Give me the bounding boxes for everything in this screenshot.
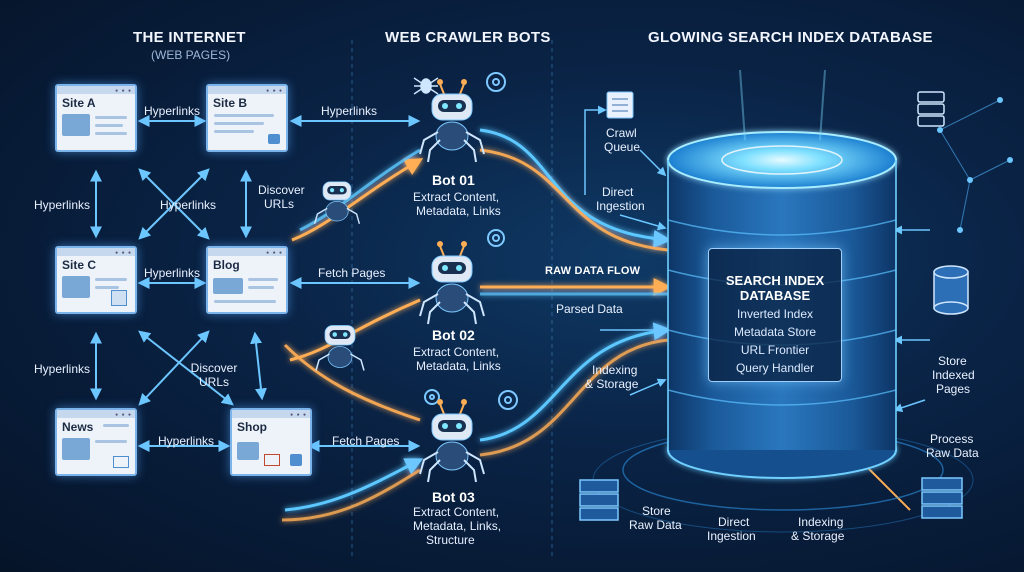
- site-b-window: ● ● ● Site B: [206, 84, 288, 152]
- news-window: ● ● ● News: [55, 408, 137, 476]
- database-heading: GLOWING SEARCH INDEX DATABASE: [648, 29, 933, 46]
- hyperlinks-label-cblog: Hyperlinks: [144, 266, 201, 280]
- raw-data-flow-label: RAW DATA FLOW: [545, 265, 641, 277]
- indexing-storage-label-2: & Storage: [585, 377, 639, 391]
- queue-icon: [606, 91, 634, 119]
- site-a-window: ● ● ● Site A: [55, 84, 137, 152]
- hyperlinks-label-to-bot01: Hyperlinks: [321, 104, 378, 118]
- database-title-line1: SEARCH INDEX: [725, 273, 825, 288]
- server-stack-icon-bottom-right: [921, 477, 963, 519]
- bot-02-desc-2: Metadata, Links: [416, 359, 501, 373]
- database-icon-right: [933, 265, 969, 315]
- news-label: News: [62, 420, 94, 434]
- fetch-pages-label-1: Fetch Pages: [318, 266, 386, 280]
- database-item-url-frontier: URL Frontier: [740, 343, 810, 357]
- bot-01-desc-1: Extract Content,: [413, 190, 500, 204]
- store-indexed-pages-label-3: Pages: [936, 382, 971, 396]
- image-icon: [62, 276, 90, 298]
- fetch-pages-label-2: Fetch Pages: [332, 434, 400, 448]
- hyperlinks-label-newsshop: Hyperlinks: [158, 434, 215, 448]
- lock-icon: [290, 454, 302, 466]
- process-raw-data-label-2: Raw Data: [926, 446, 979, 460]
- bots-heading: WEB CRAWLER BOTS: [385, 29, 551, 46]
- shop-label: Shop: [237, 420, 267, 434]
- store-indexed-pages-label-2: Indexed: [932, 368, 975, 382]
- internet-subheading: (WEB PAGES): [151, 48, 231, 62]
- robot-icon-small-upper: [313, 181, 361, 224]
- cart-icon: [264, 454, 280, 466]
- site-c-window: ● ● ● Site C: [55, 246, 137, 314]
- site-b-label: Site B: [213, 96, 248, 110]
- store-raw-data-label-1: Store: [642, 504, 671, 518]
- image-icon: [213, 278, 243, 294]
- hyperlinks-label-mid-1: Hyperlinks: [160, 198, 217, 212]
- cart-icon: [268, 134, 280, 144]
- server-stack-icon-bottom-left: [579, 479, 619, 521]
- parsed-data-label: Parsed Data: [556, 302, 623, 316]
- spider-icon: [413, 77, 439, 95]
- direct-ingestion-bottom-label-1: Direct: [718, 515, 750, 529]
- indexing-storage-bottom-label-1: Indexing: [798, 515, 844, 529]
- hyperlinks-label-ab: Hyperlinks: [144, 104, 201, 118]
- robot-icon-bot03: [419, 399, 485, 483]
- indexing-storage-label-1: Indexing: [592, 363, 638, 377]
- database-item-query-handler: Query Handler: [735, 361, 815, 375]
- bot-03-desc-2: Metadata, Links,: [413, 519, 502, 533]
- database-title-line2: DATABASE: [739, 288, 811, 303]
- indexing-storage-bottom-label-2: & Storage: [791, 529, 845, 543]
- blog-label: Blog: [213, 258, 240, 272]
- bot-03-desc-3: Structure: [426, 533, 475, 547]
- bot-01-desc-2: Metadata, Links: [416, 204, 501, 218]
- hyperlinks-label-left-1: Hyperlinks: [34, 198, 91, 212]
- robot-icon-small-lower: [315, 325, 365, 371]
- crawl-queue-label-1: Crawl: [606, 126, 637, 140]
- shop-window: ● ● ● Shop: [230, 408, 312, 476]
- store-indexed-pages-label-1: Store: [938, 354, 967, 368]
- location-icon: [111, 290, 127, 306]
- image-icon: [62, 114, 90, 136]
- bot-02-title: Bot 02: [432, 327, 475, 343]
- server-icon-top: [917, 91, 945, 127]
- bot-02-desc-1: Extract Content,: [413, 345, 500, 359]
- crawl-queue-label-2: Queue: [604, 140, 641, 154]
- search-index-database-panel: SEARCH INDEX DATABASE Inverted Index Met…: [708, 248, 842, 382]
- image-icon: [237, 442, 259, 460]
- robot-icon-bot02: [419, 241, 485, 325]
- blog-window: ● ● ● Blog: [206, 246, 288, 314]
- internet-heading: THE INTERNET: [133, 29, 246, 46]
- direct-ingestion-label-2: Ingestion: [596, 199, 645, 213]
- discover-urls-label-1: Discover URLs: [258, 183, 305, 211]
- direct-ingestion-bottom-label-2: Ingestion: [707, 529, 756, 543]
- database-item-inverted-index: Inverted Index: [736, 307, 814, 321]
- bot-03-desc-1: Extract Content,: [413, 505, 500, 519]
- hyperlinks-label-left-2: Hyperlinks: [34, 362, 91, 376]
- cart-icon: [113, 456, 129, 468]
- bot-01-title: Bot 01: [432, 172, 475, 188]
- database-item-metadata-store: Metadata Store: [733, 325, 817, 339]
- image-icon: [62, 438, 90, 460]
- direct-ingestion-label-1: Direct: [602, 185, 634, 199]
- process-raw-data-label-1: Process: [930, 432, 974, 446]
- site-c-label: Site C: [62, 258, 97, 272]
- store-raw-data-label-2: Raw Data: [629, 518, 682, 532]
- robot-icon-bot01: [419, 79, 485, 163]
- discover-urls-label-2: Discover URLs: [190, 361, 238, 389]
- site-a-label: Site A: [62, 96, 96, 110]
- bot-03-title: Bot 03: [432, 489, 475, 505]
